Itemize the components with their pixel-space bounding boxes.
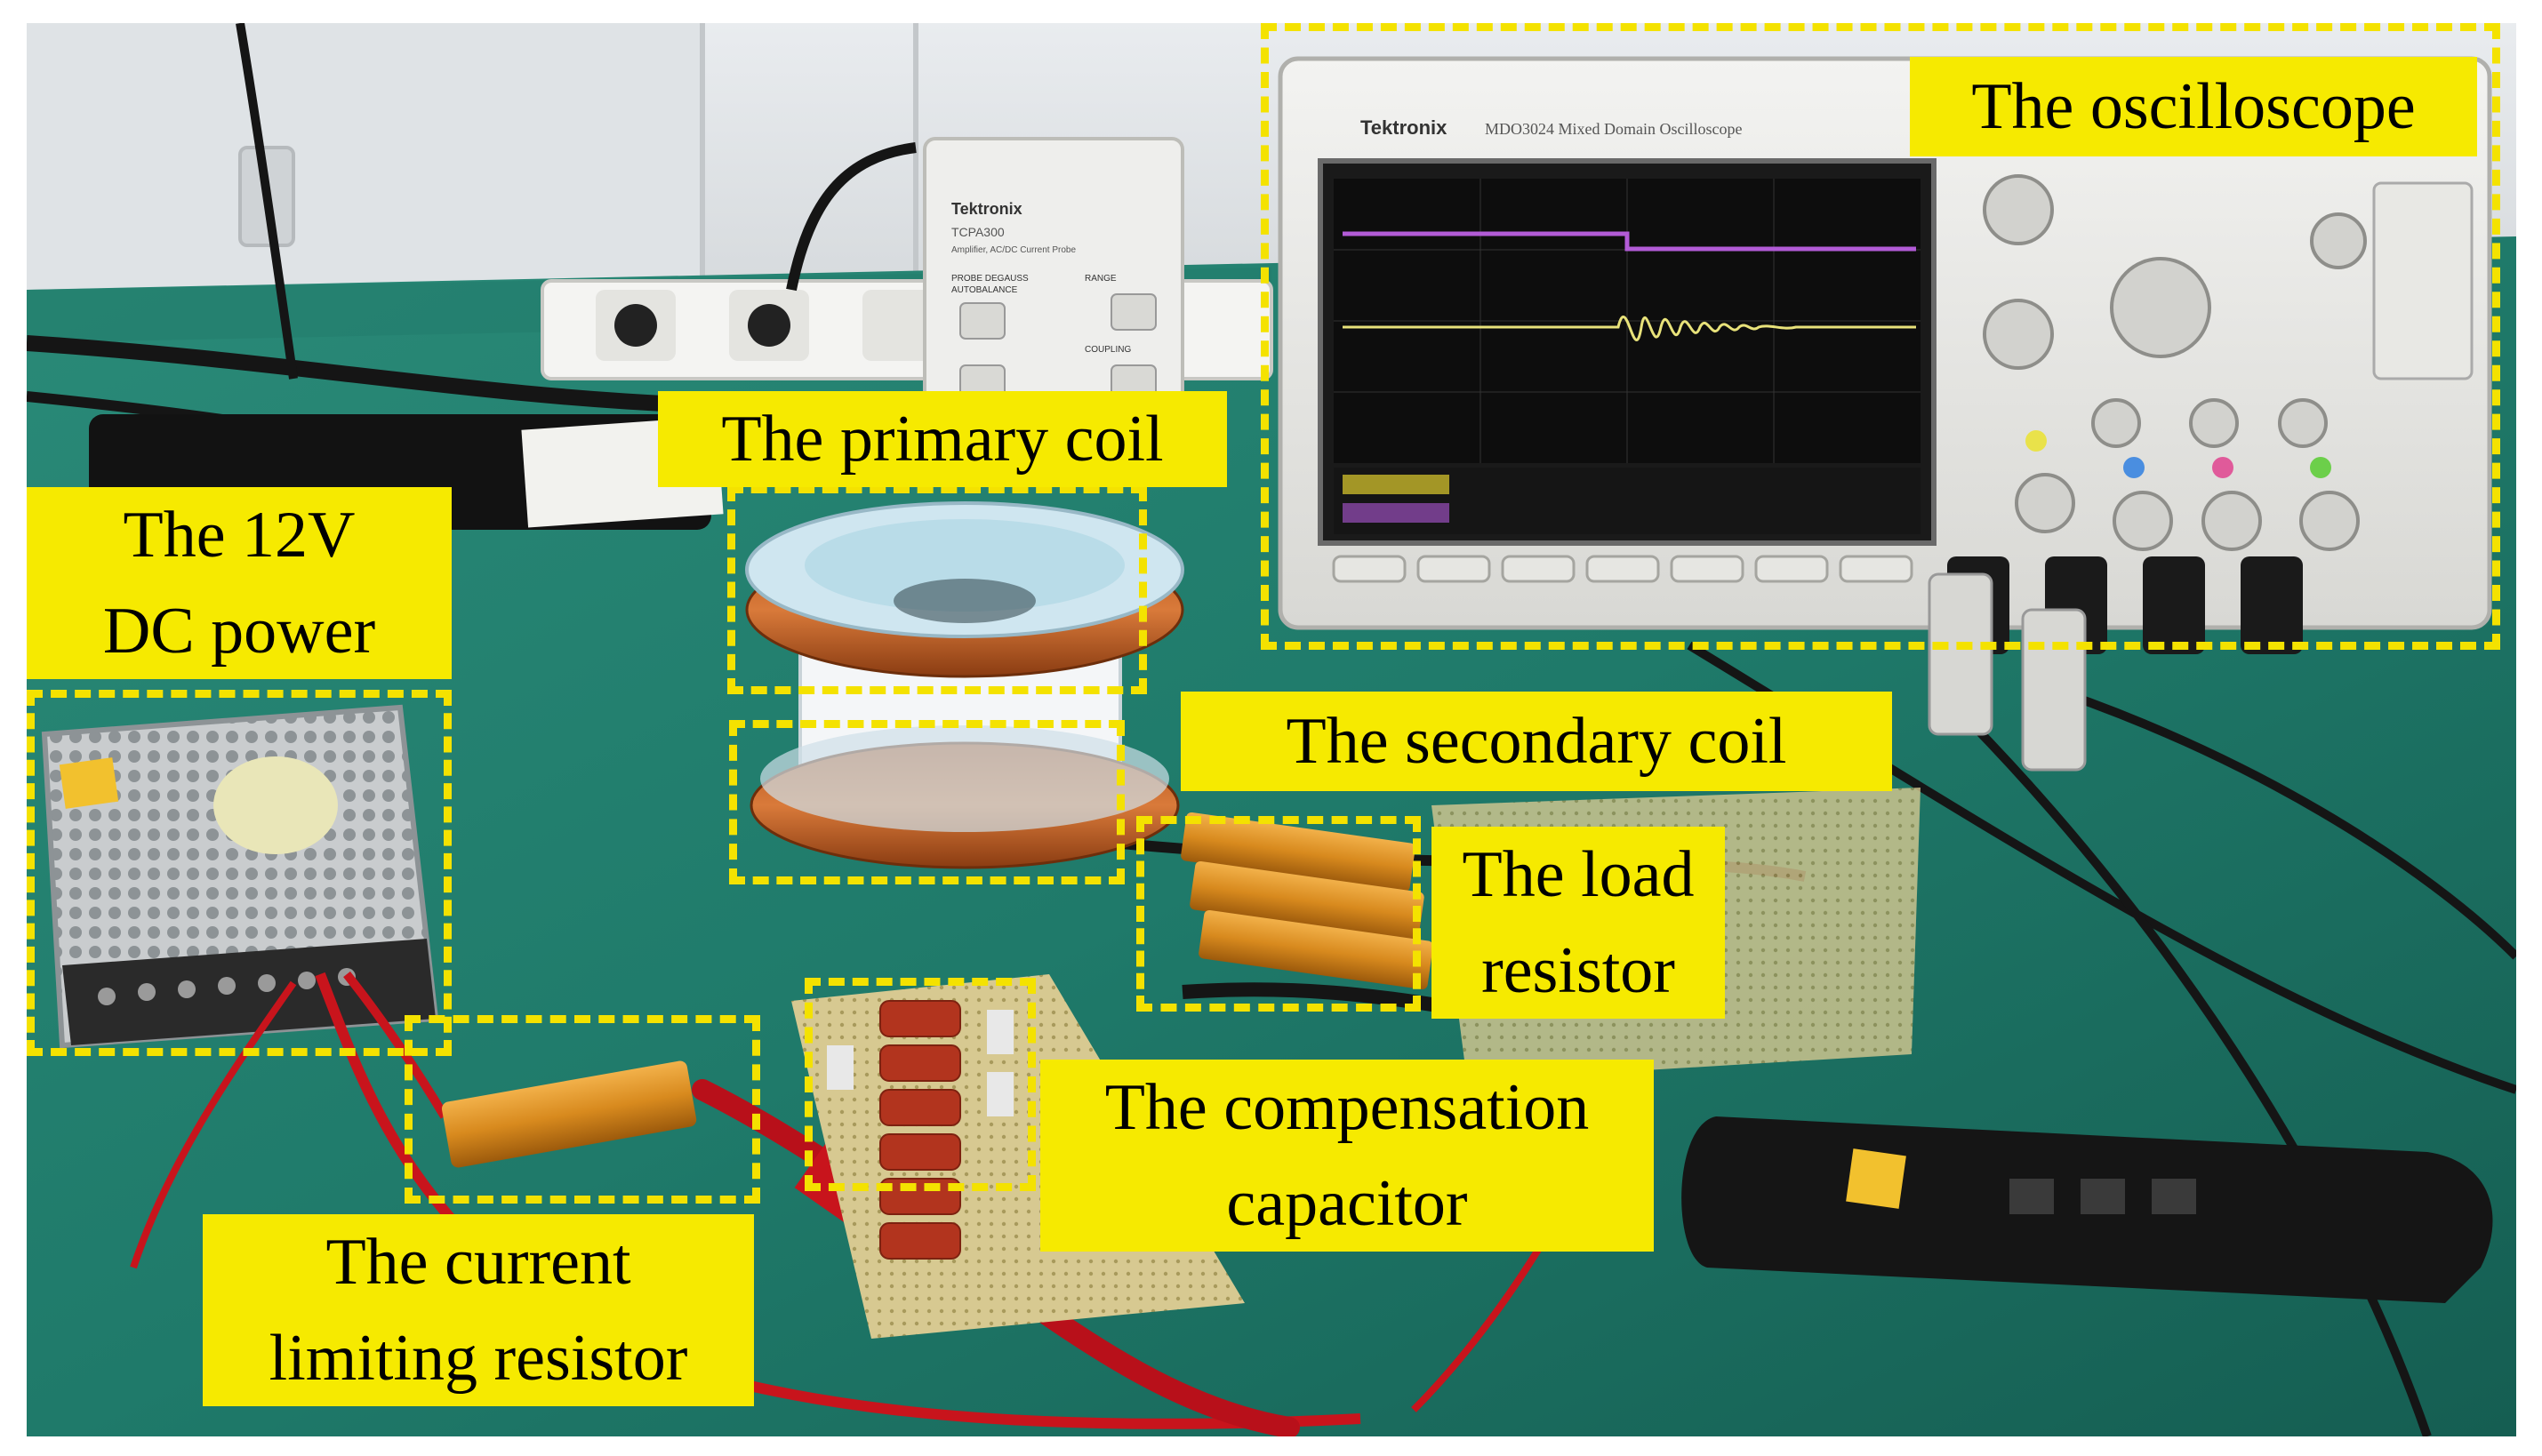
oscilloscope: Tektronix MDO3024 Mixed Domain Oscillosc…: [1278, 56, 2492, 772]
current-limiting-resistor-body: [441, 1060, 697, 1168]
probe-autobalance: AUTOBALANCE: [951, 285, 1018, 295]
primary-coil-label: The primary coil: [658, 391, 1227, 487]
probe-brand: Tektronix: [951, 200, 1022, 218]
compensation-capacitor-label: The compensation capacitor: [1040, 1060, 1654, 1252]
probe-coupling: COUPLING: [1085, 345, 1131, 355]
probe-desc: Amplifier, AC/DC Current Probe: [951, 245, 1076, 255]
load-resistor-label-line1: The load: [1462, 838, 1695, 911]
scope-model: MDO3024 Mixed Domain Oscilloscope: [1485, 120, 1742, 138]
current-limiting-resistor-label-line2: limiting resistor: [269, 1322, 688, 1395]
trace-top: [1343, 231, 1916, 252]
probe-degauss: PROBE DEGAUSS: [951, 274, 1029, 284]
current-probe-amplifier: Tektronix TCPA300 Amplifier, AC/DC Curre…: [923, 137, 1184, 434]
dc-power-label-line1: The 12V: [123, 499, 356, 572]
current-limiting-resistor-outline: [405, 1015, 760, 1204]
probe-model: TCPA300: [951, 225, 1005, 239]
oscilloscope-label: The oscilloscope: [1910, 57, 2477, 156]
compensation-capacitor-label-line2: capacitor: [1226, 1167, 1468, 1240]
experimental-setup-scene: Tektronix TCPA300 Amplifier, AC/DC Curre…: [27, 23, 2516, 1436]
current-limiting-resistor-label-line1: The current: [325, 1226, 631, 1299]
lab-photo: Tektronix TCPA300 Amplifier, AC/DC Curre…: [27, 23, 2516, 1436]
scope-brand: Tektronix: [1360, 116, 1447, 139]
load-resistor-label-line2: resistor: [1481, 934, 1675, 1007]
dc-power-supply: [41, 704, 439, 1049]
secondary-coil-outline: [729, 720, 1125, 884]
dc-power-label: The 12V DC power: [27, 487, 452, 679]
load-resistor-outline: [1136, 816, 1421, 1012]
compensation-capacitor-label-line1: The compensation: [1104, 1071, 1590, 1144]
dc-power-outline: [27, 690, 452, 1056]
probe-range: RANGE: [1085, 274, 1117, 284]
trace-bottom: [1343, 316, 1916, 342]
secondary-coil-label: The secondary coil: [1181, 692, 1892, 791]
oscilloscope-outline: [1261, 23, 2500, 650]
compensation-capacitor-outline: [805, 978, 1036, 1191]
dc-power-label-line2: DC power: [102, 595, 376, 668]
primary-coil-outline: [727, 485, 1147, 694]
differential-probe: [1681, 1116, 2493, 1303]
load-resistor-label: The load resistor: [1431, 827, 1725, 1019]
current-limiting-resistor-label: The current limiting resistor: [203, 1214, 754, 1406]
